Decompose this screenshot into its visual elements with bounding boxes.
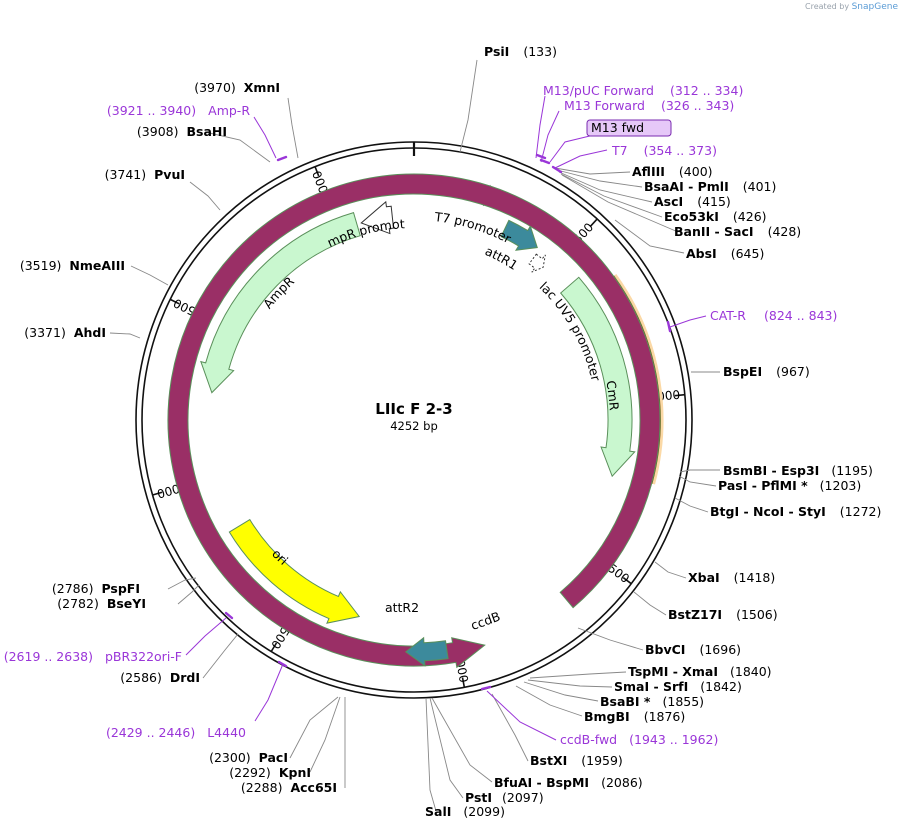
tick-mark (622, 577, 632, 585)
feature-label-attr1: attR1 (483, 243, 521, 273)
site-label-psti: PstI(2097) (465, 790, 544, 805)
feature-arrow (528, 253, 546, 273)
site-label-nmeaiii: (3519)NmeAIII (20, 258, 125, 273)
leader-lines (109, 59, 720, 812)
site-labels-left: (2288)Acc65I (2292)KpnI (2300)PacI (2586… (20, 80, 337, 795)
plasmid-size: 4252 bp (390, 419, 438, 433)
tick-mark (169, 298, 180, 305)
primer-label-m13fwd-long: M13 Forward(326 .. 343) (564, 98, 734, 113)
site-label-bsaai: BsaAI - PmlI(401) (644, 179, 776, 194)
tick-mark (461, 677, 466, 688)
site-label-acc65i: (2288)Acc65I (241, 780, 337, 795)
feature-arrow (360, 200, 395, 235)
feature-arrow (559, 276, 636, 478)
tick-mark (674, 393, 685, 397)
site-label-afliii: AflIII(400) (632, 164, 713, 179)
feature-arrow (167, 173, 661, 669)
site-label-banii: BanII - SacI(428) (674, 224, 801, 239)
tick-mark (589, 218, 598, 227)
site-label-sali: SalI(2099) (425, 804, 505, 819)
site-label-bsahi: (3908)BsaHI (137, 124, 227, 139)
site-label-pvui: (3741)PvuI (105, 167, 185, 182)
site-label-bstxi: BstXI(1959) (530, 753, 623, 768)
feature-label-cmr: CmR (603, 379, 622, 411)
site-label-asci: AscI(415) (654, 194, 731, 209)
feature-label-t7-promoter: T7 promoter (433, 209, 515, 247)
site-label-xbai: XbaI(1418) (688, 570, 775, 585)
primer-label-pbr322ori-f: (2619 .. 2638)pBR322ori-F (4, 649, 182, 664)
primer-marks (224, 153, 672, 691)
feature-label-attr2: attR2 (385, 600, 419, 615)
primer-label-cat-r: CAT-R(824 .. 843) (710, 308, 837, 323)
site-label-absi: AbsI(645) (686, 246, 764, 261)
feature-group (167, 173, 661, 669)
site-label-drdi: (2586)DrdI (120, 670, 200, 685)
feature-arrow (200, 212, 361, 394)
site-label-xmni: (3970)XmnI (194, 80, 280, 95)
site-label-bbvci: BbvCI(1696) (645, 642, 741, 657)
snapgene-credit: Created by SnapGene (805, 2, 898, 12)
site-label-paci: (2300)PacI (209, 750, 288, 765)
site-label-eco53ki: Eco53kI(426) (664, 209, 767, 224)
feature-arrow (500, 219, 538, 251)
primer-labels: M13/pUC Forward(312 .. 334) M13 Forward(… (4, 83, 838, 747)
site-label-smai: SmaI - SrfI(1842) (614, 679, 742, 694)
primer-label-amp-r: (3921 .. 3940)Amp-R (107, 103, 250, 118)
primer-label-l4440: (2429 .. 2446)L4440 (106, 725, 246, 740)
primer-label-m13puc: M13/pUC Forward(312 .. 334) (543, 83, 743, 98)
feature-arrow (228, 518, 361, 624)
site-label-bseyi: (2782)BseYI (57, 596, 146, 611)
site-label-bstz17i: BstZ17I(1506) (668, 607, 778, 622)
site-label-bmgbi: BmgBI(1876) (584, 709, 685, 724)
snapgene-logo-text: SnapGene (851, 2, 898, 12)
site-label-psii: PsiI(133) (484, 44, 557, 59)
primer-label-box (586, 119, 672, 137)
primer-label-ccdb-fwd: ccdB-fwd(1943 .. 1962) (560, 732, 718, 747)
site-labels: PsiI(133) AflIII(400) BsaAI - PmlI(401) … (425, 44, 881, 819)
tick-mark (314, 166, 320, 177)
tick-mark (270, 642, 278, 652)
site-label-bsmbi: BsmBI - Esp3I(1195) (723, 463, 873, 478)
primer-label-m13fwd: M13 fwd (591, 120, 644, 135)
site-label-pasi: PasI - PflMI *(1203) (718, 478, 861, 493)
site-label-ahdi: (3371)AhdI (24, 325, 106, 340)
site-label-bfuai: BfuAI - BspMI(2086) (494, 775, 643, 790)
site-label-kpni: (2292)KpnI (229, 765, 311, 780)
credit-prefix: Created by (805, 2, 850, 11)
site-label-bspei: BspEI(967) (723, 364, 810, 379)
site-label-pspfi: (2786)PspFI (52, 581, 140, 596)
tick-mark (152, 491, 163, 496)
feature-labels: AmpR promoter AmpR T7 promoter attR1 lac… (0, 0, 622, 633)
feature-arrow (404, 636, 449, 667)
site-label-tspmi: TspMI - XmaI(1840) (628, 664, 772, 679)
feature-label-ccdb: ccdB (469, 609, 503, 633)
site-label-btgi: BtgI - NcoI - StyI(1272) (710, 504, 881, 519)
plasmid-name: LIIc F 2-3 (375, 400, 452, 418)
primer-label-t7: T7(354 .. 373) (611, 143, 717, 158)
site-label-bsabi: BsaBI *(1855) (600, 694, 704, 709)
